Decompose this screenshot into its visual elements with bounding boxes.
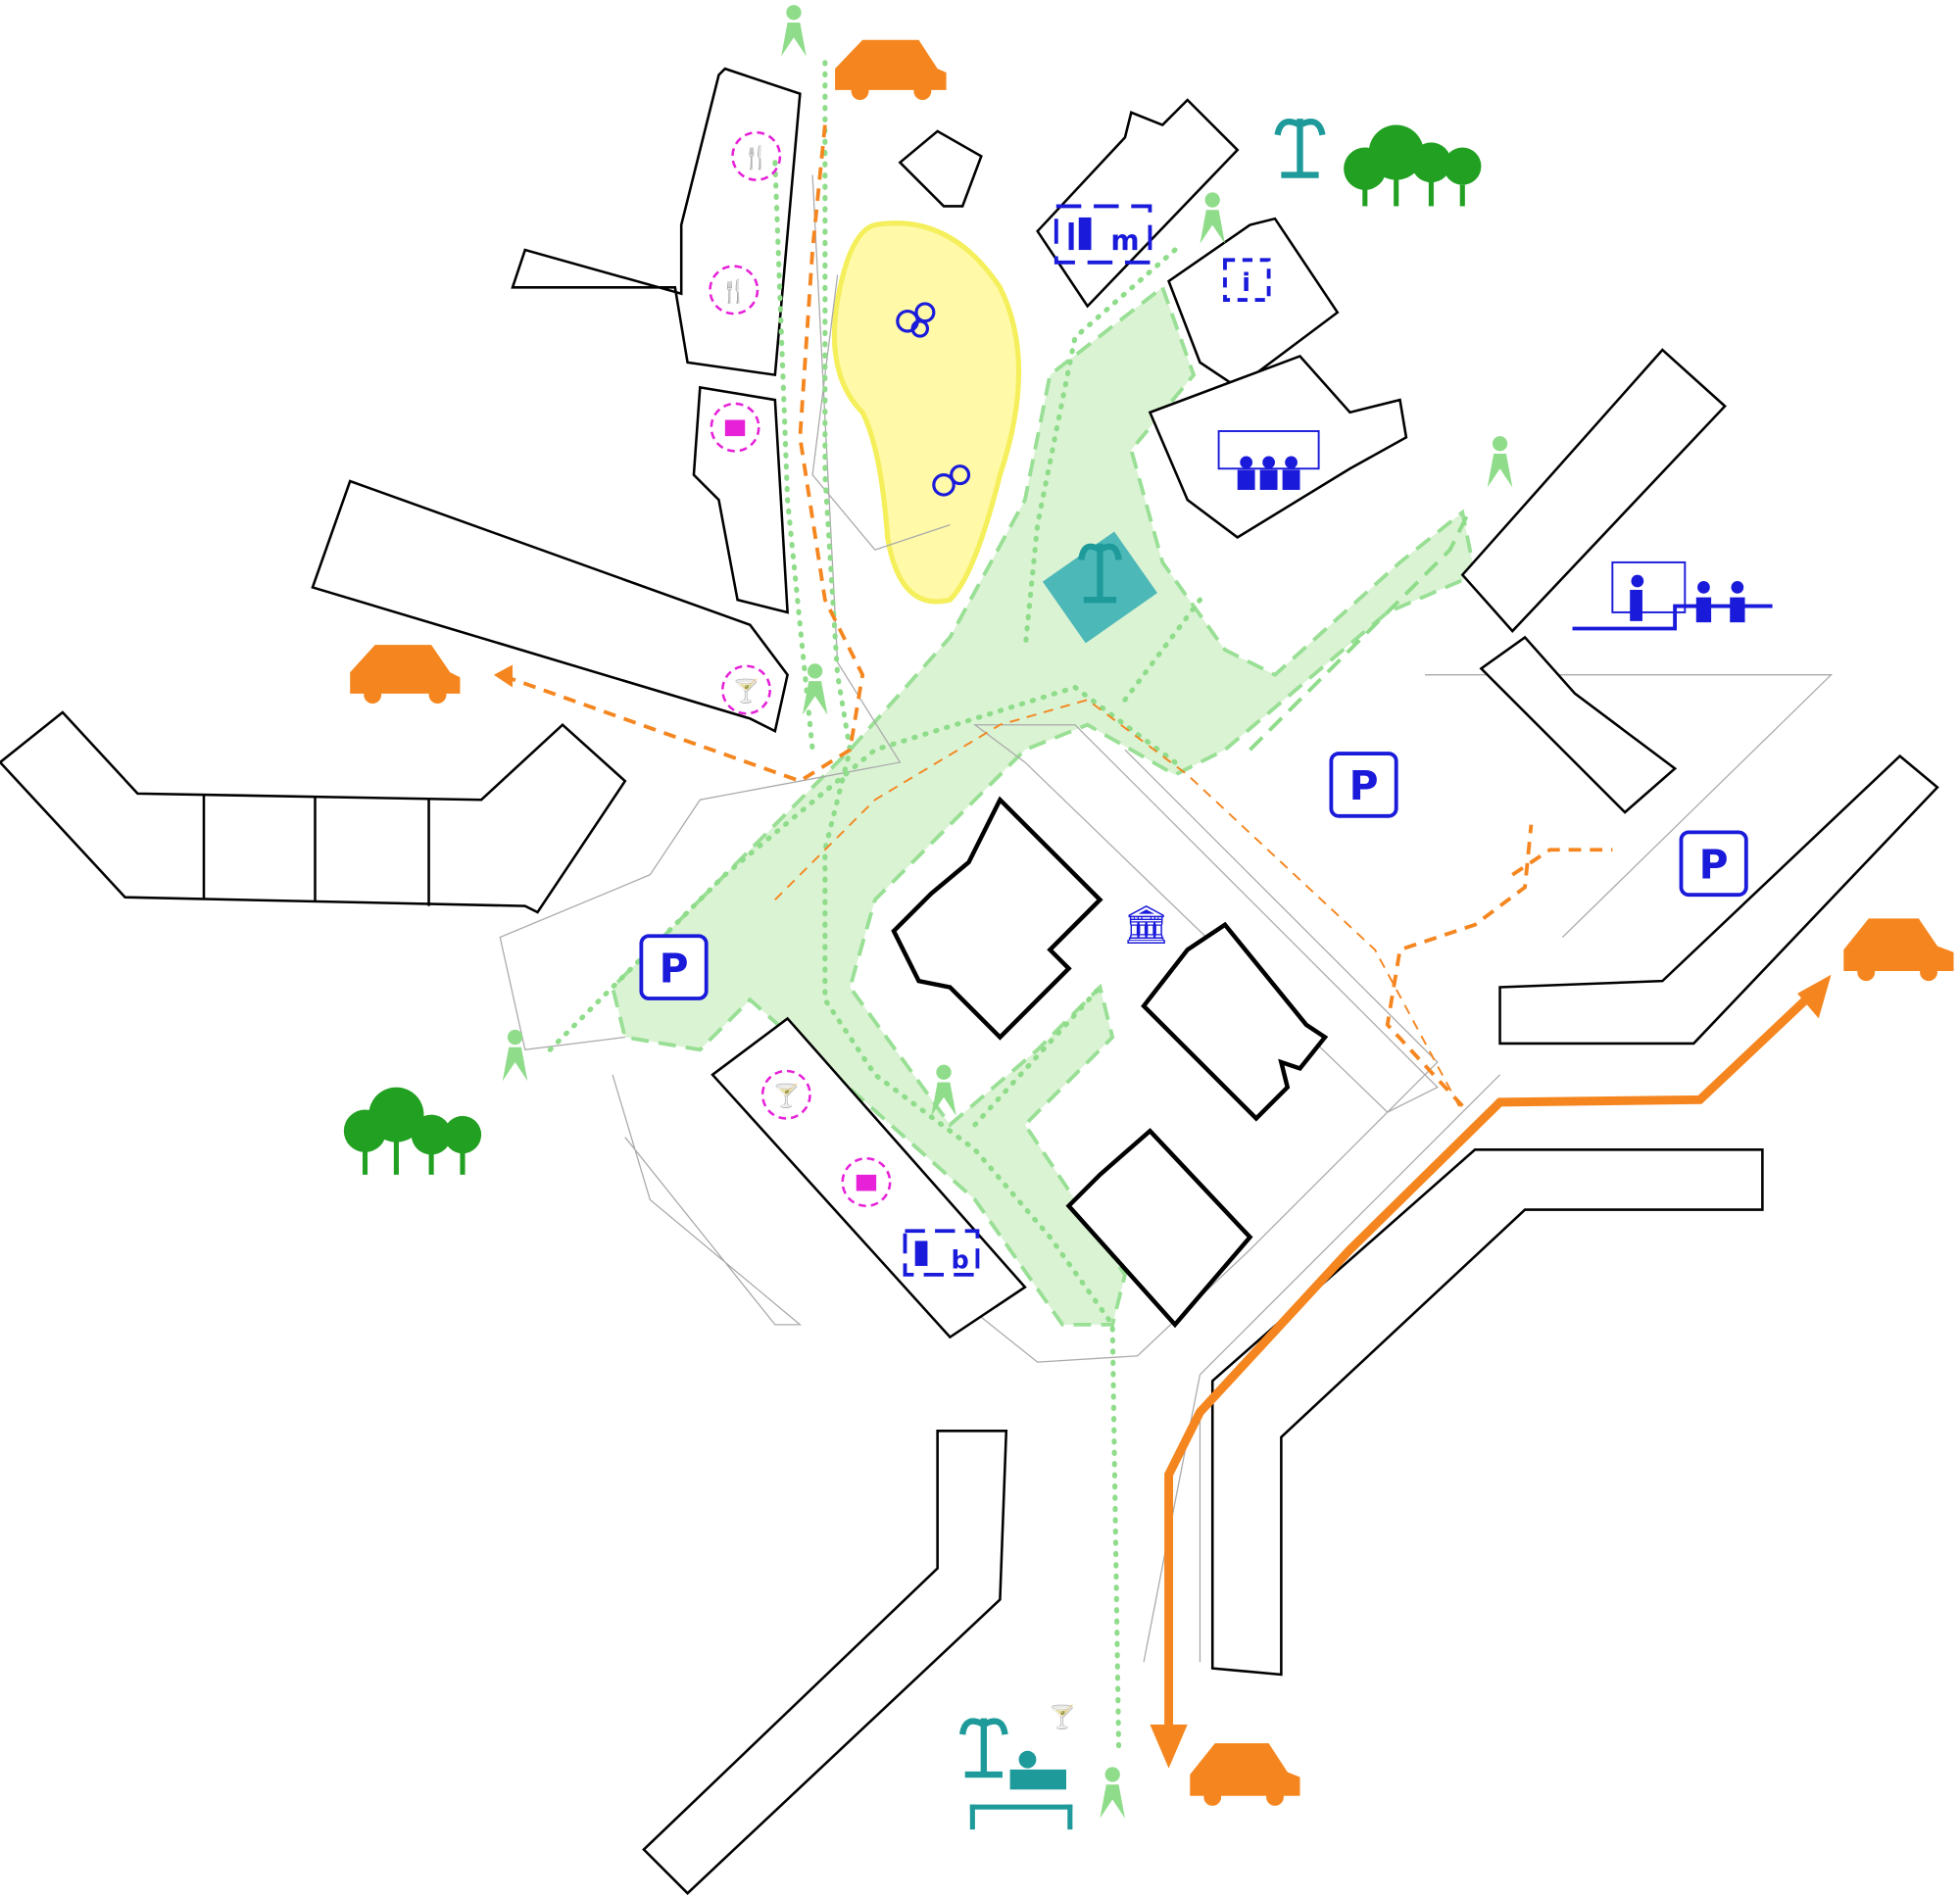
cafe-icon: 🍸 (732, 677, 760, 705)
community-icon (1217, 430, 1320, 490)
parking-label: P (1349, 762, 1379, 809)
shopping-icon (841, 1156, 892, 1207)
shopping-icon (710, 402, 760, 453)
main-road-route (1164, 990, 1816, 1725)
cafe-bar-icon (720, 664, 772, 715)
library-label: b (951, 1245, 968, 1275)
parking-label: P (1699, 842, 1729, 889)
museum-icon[interactable]: m (1054, 204, 1152, 265)
town-hall-icon[interactable]: 🏛 (1122, 905, 1170, 947)
tree-group-icon (1344, 124, 1482, 207)
cafe-icon: 🍸 (772, 1082, 801, 1109)
restaurant-icon (709, 265, 760, 316)
park-area (831, 220, 1022, 605)
museum-label: m (1110, 224, 1139, 257)
cafe-bar-icon (760, 1069, 811, 1120)
fork-knife-icon: 🍴 (742, 144, 770, 170)
car-icons (350, 39, 1954, 1806)
library-icon[interactable]: b (903, 1229, 980, 1277)
bag-icon (856, 1174, 877, 1192)
commerce-icons (709, 130, 892, 1207)
info-icon[interactable]: i (1223, 258, 1271, 302)
fountain-icon (958, 119, 1326, 1778)
pedestrian-icons (502, 5, 1513, 1819)
info-label: i (1242, 268, 1250, 298)
restaurant-icon (731, 130, 782, 181)
bag-icon (724, 419, 746, 437)
parking-sign-1[interactable]: P (1329, 752, 1398, 818)
fork-knife-icon: 🍴 (719, 278, 748, 305)
school-icon (1572, 560, 1773, 631)
pedestrian-routes (547, 60, 1471, 1753)
parking-sign-3[interactable]: P (639, 934, 709, 1000)
vehicle-routes (493, 124, 1832, 1769)
spa-icon (969, 1750, 1073, 1830)
playground-icon (896, 302, 971, 497)
cafe-icon: 🍸 (1049, 1703, 1077, 1730)
tree-group-icon (343, 1087, 482, 1175)
parking-label: P (660, 945, 689, 992)
parking-sign-2[interactable]: P (1679, 830, 1748, 898)
